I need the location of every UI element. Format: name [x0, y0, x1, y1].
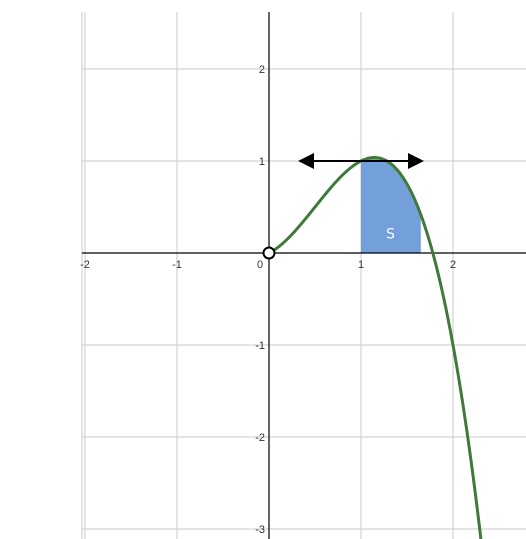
tick-labels: -2 -1 0 1 2 -3 -2 -1 1 2 [80, 64, 456, 536]
y-tick-label: 1 [259, 156, 265, 168]
open-point [262, 246, 276, 260]
point-marks [262, 246, 276, 260]
y-tick-label: 2 [259, 64, 265, 76]
tangent-arrow-right [408, 153, 424, 169]
region-label: S [386, 226, 395, 242]
tangent-arrow-left [298, 153, 314, 169]
x-tick-label: -2 [80, 259, 90, 271]
shaded-region [361, 157, 421, 253]
y-tick-label: -2 [255, 432, 265, 444]
x-tick-label: 2 [450, 259, 456, 271]
y-tick-label: -1 [255, 340, 265, 352]
shaded-region-group: S [361, 157, 421, 253]
tangent-arrow-group [298, 153, 424, 169]
x-tick-label: 1 [358, 259, 364, 271]
grid-lines [81, 12, 526, 539]
y-tick-label: -3 [255, 524, 265, 536]
axes [82, 12, 526, 539]
x-tick-label: -1 [172, 259, 182, 271]
curve-line [267, 156, 483, 539]
curve-group [267, 156, 483, 539]
x-tick-label: 0 [257, 259, 263, 271]
